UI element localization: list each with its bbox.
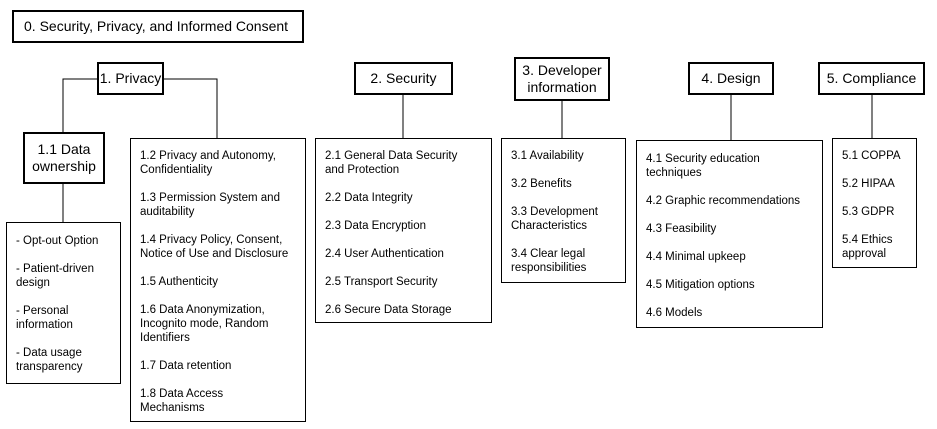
list-item: 2.3 Data Encryption (325, 220, 427, 232)
connector-privacy-to-privacy-items (163, 78, 218, 138)
list-item: 3.2 Benefits (511, 178, 572, 190)
connector-privacy-to-data-ownership (62, 78, 98, 133)
security-items-list: 2.1 General Data Security and Protection… (315, 138, 492, 323)
list-item: 2.5 Transport Security (325, 276, 438, 288)
data-ownership-title: 1.1 Data ownership (32, 141, 96, 174)
list-item: 2.6 Secure Data Storage (325, 304, 452, 316)
list-item: 4.1 Security education techniques (646, 153, 760, 179)
list-item: 4.6 Models (646, 307, 703, 319)
list-item: 4.2 Graphic recommendations (646, 195, 801, 207)
list-item: 3.4 Clear legal responsibilities (511, 248, 587, 274)
list-item: 5.4 Ethics approval (842, 234, 893, 260)
list-item: 2.2 Data Integrity (325, 192, 413, 204)
list-item: 1.7 Data retention (140, 360, 232, 372)
data-ownership-list: - Opt-out Option - Patient-driven design… (6, 222, 121, 384)
privacy-items-list: 1.2 Privacy and Autonomy, Confidentialit… (130, 138, 306, 422)
category-compliance-title: 5. Compliance (826, 70, 917, 86)
design-items-list: 4.1 Security education techniques 4.2 Gr… (636, 140, 823, 328)
root-title: 0. Security, Privacy, and Informed Conse… (24, 18, 289, 34)
list-item: - Personal information (16, 305, 73, 331)
list-item: - Patient-driven design (16, 263, 94, 289)
developer-items-list: 3.1 Availability 3.2 Benefits 3.3 Develo… (501, 138, 626, 283)
root-node: 0. Security, Privacy, and Informed Conse… (12, 10, 304, 43)
category-developer: 3. Developer information (514, 57, 610, 101)
data-ownership-node: 1.1 Data ownership (23, 132, 105, 184)
category-design-title: 4. Design (701, 70, 761, 86)
category-security: 2. Security (354, 62, 453, 95)
category-privacy-title: 1. Privacy (99, 70, 162, 86)
category-compliance: 5. Compliance (818, 62, 925, 95)
list-item: 1.5 Authenticity (140, 276, 218, 288)
list-item: 1.2 Privacy and Autonomy, Confidentialit… (140, 150, 276, 176)
list-item: 5.3 GDPR (842, 206, 895, 218)
list-item: 3.3 Development Characteristics (511, 206, 598, 232)
compliance-items-list: 5.1 COPPA 5.2 HIPAA 5.3 GDPR 5.4 Ethics … (832, 138, 917, 268)
list-item: 1.6 Data Anonymization, Incognito mode, … (140, 304, 269, 344)
category-design: 4. Design (688, 62, 774, 95)
list-item: 1.3 Permission System and auditability (140, 192, 280, 218)
list-item: - Opt-out Option (16, 235, 99, 247)
list-item: 5.1 COPPA (842, 150, 901, 162)
category-developer-title: 3. Developer information (522, 62, 602, 95)
list-item: 1.8 Data Access Mechanisms (140, 388, 224, 414)
category-privacy: 1. Privacy (97, 62, 164, 95)
list-item: 5.2 HIPAA (842, 178, 895, 190)
list-item: 2.1 General Data Security and Protection (325, 150, 458, 176)
list-item: 1.4 Privacy Policy, Consent, Notice of U… (140, 234, 289, 260)
category-security-title: 2. Security (370, 70, 437, 86)
list-item: 4.5 Mitigation options (646, 279, 755, 291)
list-item: 4.4 Minimal upkeep (646, 251, 746, 263)
list-item: - Data usage transparency (16, 347, 83, 373)
list-item: 2.4 User Authentication (325, 248, 444, 260)
list-item: 3.1 Availability (511, 150, 584, 162)
list-item: 4.3 Feasibility (646, 223, 717, 235)
